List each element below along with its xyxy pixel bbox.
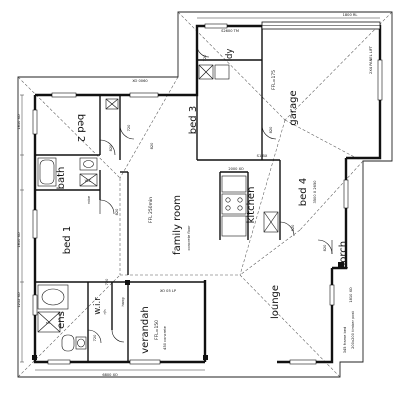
room-label-laundry: ldy bbox=[225, 49, 235, 62]
dim-left-ens: 1212 XO bbox=[17, 292, 21, 308]
note-panel-lift: 2X4 PANEL LIFT bbox=[369, 45, 373, 74]
fixture-label-rh: r/h bbox=[103, 310, 107, 315]
note-bed4-size: 3500 X 2650 bbox=[313, 180, 317, 204]
door-swings bbox=[87, 44, 333, 344]
door-label: 820 bbox=[115, 208, 119, 216]
dim-verandah: XO 05 LP bbox=[160, 289, 177, 293]
note-robe: robe bbox=[87, 195, 91, 204]
dim-kitchen: 2000 XO bbox=[228, 167, 244, 171]
dim-top-garage: 1800 RL bbox=[343, 13, 358, 17]
room-label-bath: bath bbox=[56, 167, 67, 190]
garage-door bbox=[261, 21, 381, 30]
room-label-porch: porch bbox=[338, 241, 349, 269]
room-label-family-room: family room bbox=[172, 195, 183, 255]
fixture-label-shower: sh bbox=[46, 321, 50, 325]
note-ffl-garage: FFL=175 bbox=[271, 70, 277, 90]
door-label: 720 bbox=[203, 54, 207, 62]
bath-fixtures bbox=[37, 157, 98, 187]
dim-misc: S1 BX bbox=[257, 154, 268, 158]
room-label-ensuite: ens bbox=[56, 311, 67, 329]
room-label-garage: garage bbox=[288, 90, 299, 125]
room-label-verandah: verandah bbox=[140, 306, 151, 353]
room-label-bed-4: bed 4 bbox=[298, 178, 309, 206]
note-ffl-family: FFL 250min bbox=[148, 197, 154, 223]
dim-top-bed: XO 0060 bbox=[132, 79, 148, 83]
door-label: 720 bbox=[105, 278, 109, 286]
note-frame-bed: 345 frame bed bbox=[343, 327, 347, 354]
room-label-bed-1: bed 1 bbox=[62, 226, 73, 254]
note-family-floor: concrete floor bbox=[187, 225, 191, 250]
dimension-lines bbox=[20, 17, 380, 371]
porch-posts bbox=[32, 262, 344, 360]
dim-ldy: S2600 TM bbox=[221, 29, 239, 33]
door-label: 820 bbox=[323, 244, 327, 252]
interior-walls bbox=[35, 26, 281, 362]
kitchen-fixtures bbox=[221, 175, 279, 237]
fixture-label-wc: W.C bbox=[85, 179, 92, 183]
note-hang: hang bbox=[121, 297, 125, 306]
door-label: 720 bbox=[127, 124, 131, 132]
roof-hip-lines bbox=[17, 11, 393, 378]
room-label-kitchen: kitchen bbox=[246, 187, 257, 224]
door-label: 720 bbox=[93, 334, 97, 342]
dim-left-bed1: 1810 XO bbox=[17, 232, 21, 248]
door-label: 820 bbox=[291, 224, 295, 232]
door-label: 820 bbox=[269, 126, 273, 134]
dim-porch: 1810 XO bbox=[349, 287, 353, 303]
note-ffl-verandah: FFL=150 bbox=[154, 320, 160, 340]
service-hatches bbox=[105, 64, 230, 110]
room-label-lounge: lounge bbox=[270, 285, 281, 319]
windows bbox=[32, 23, 383, 365]
room-label-bed-2: bed 2 bbox=[75, 114, 86, 142]
dim-left-bed2: 1810 XO bbox=[17, 114, 21, 130]
room-label-wir: w.i.r bbox=[93, 297, 103, 315]
note-verandah-floor: 450 concrete bbox=[163, 325, 167, 349]
door-label: 820 bbox=[109, 144, 113, 152]
dim-bottom: 6800 XO bbox=[102, 373, 118, 377]
room-label-bed-3: bed 3 bbox=[188, 106, 199, 134]
note-timber-post: 200x200 timber post bbox=[351, 311, 355, 349]
ensuite-fixtures bbox=[37, 284, 87, 352]
door-label: 820 bbox=[150, 142, 154, 150]
